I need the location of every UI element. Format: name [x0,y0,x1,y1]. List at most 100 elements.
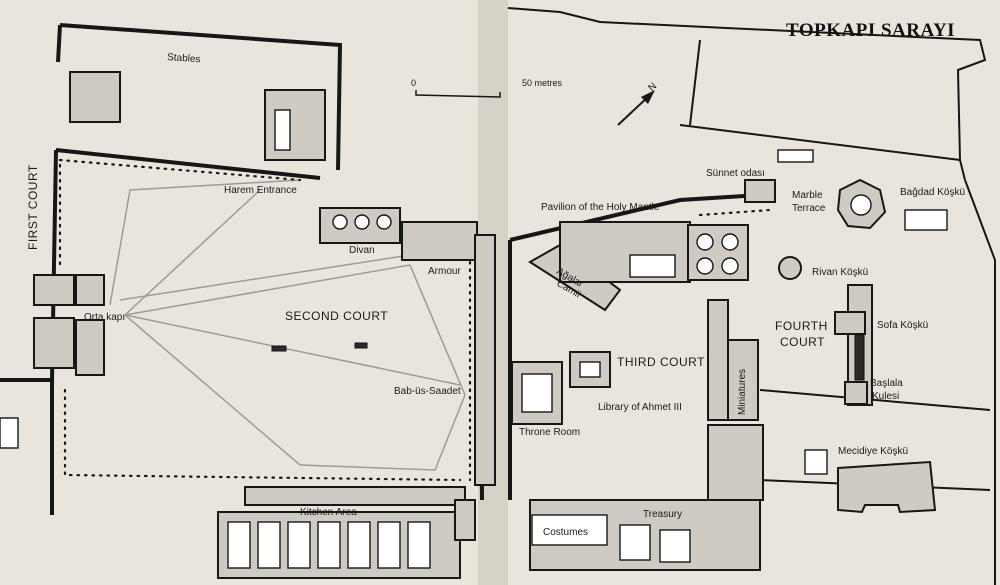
third-court-west-range [707,299,729,421]
kitchen-room-7 [407,521,431,569]
pavilion-dome-3 [696,257,714,275]
path-armour [409,264,466,396]
sunnet-odasi [744,179,776,203]
kitchen-room-4 [317,521,341,569]
marble-terrace-label-2: Terrace [792,203,826,214]
rivan-kosku-label: Rivan Köşkü [812,267,868,278]
path-kitchen [299,394,466,471]
sofa-kosku-building [834,311,866,335]
fourth-court-label-1: FOURTH [775,319,828,333]
path-parallel [119,254,411,301]
path-to-divan [124,264,411,316]
kitchen-area-label: Kitchen Area [300,507,357,518]
terrace-wall [679,124,961,161]
divan-label: Divan [349,245,375,256]
pavilion-dome-2 [721,233,739,251]
baslala-label-1: Başlala [870,378,903,389]
treasury-label: Treasury [643,509,682,520]
west-buildings [0,71,496,579]
pavilion-hall [629,254,676,278]
baslala-label-2: Kulesi [872,391,899,402]
pavilion-label: Pavilion of the Holy Mantle [541,202,660,213]
scale-end-label: 50 metres [522,78,563,88]
plan-title: TOPKAPI SARAYI [786,20,955,41]
costumes-label: Costumes [543,527,588,538]
fourth-court-south-wall [759,389,991,411]
sunnet-odasi-label: Sünnet odası [706,168,765,179]
orta-kapi-tower-south [33,317,75,369]
harem-entrance-label: Harem Entrance [224,185,297,196]
east-buildings [511,149,948,571]
kitchen-annex [244,486,466,506]
armour-label: Armour [428,266,461,277]
divan-dome-1 [332,214,348,230]
second-court-north-wall [55,148,321,180]
bagdad-kosku-label: Bağdad Köşkü [900,187,965,198]
scale-bar: 0 50 metres [411,78,563,98]
orta-kapi-annex [75,319,105,376]
library-room [579,361,601,378]
path-to-gate [124,314,461,386]
path-to-harem [124,189,261,316]
kitchen-room-2 [257,521,281,569]
terrace-room [904,209,948,231]
sofa-kosku-dark-wing [854,334,865,381]
bab-us-saadet-gate [474,234,496,486]
colonnade-south [63,388,462,482]
bab-us-saadet-label: Bab-üs-Saadet [394,386,461,397]
colonnade-north [58,158,302,182]
outer-fragment [0,417,19,449]
marble-terrace-label-1: Marble [792,190,823,201]
mecidiye-pool [804,449,828,475]
scale-bar-line [415,90,501,98]
throne-room-hall [521,373,553,413]
kitchen-room-1 [227,521,251,569]
stables-wall-west [56,24,62,63]
miniatures-label: Miniatures [737,369,748,415]
orta-kapi-tower-north [33,274,75,306]
second-court-paths [109,179,466,471]
kitchen-room-3 [287,521,311,569]
costumes-hall [531,514,608,546]
stables-wall [59,23,343,171]
north-letter: N [646,81,659,94]
terrace-pool [777,149,814,163]
path-north-loop [109,179,301,306]
fourth-court-label-2: COURT [780,335,825,349]
inner-north-wall [689,39,701,126]
mecidiye-kosku-building [837,460,937,514]
sofa-kosku-label: Sofa Köşkü [877,320,928,331]
divan-dome-3 [376,214,392,230]
north-arrow-head [641,90,655,104]
stables-label: Stables [167,52,201,65]
harem-block [264,89,326,161]
first-court-label: FIRST COURT [26,164,40,250]
treasury-room-1 [619,524,651,561]
miniatures-building [727,339,759,421]
east-outer-wall [964,179,996,585]
bagdad-kosku-dome [850,194,872,216]
third-court-label: THIRD COURT [617,355,705,369]
harem-room [274,109,291,151]
orta-kapi-gatehouse [75,274,105,306]
kitchen-room-5 [347,521,371,569]
colonnades [58,158,772,482]
stables-building [69,71,121,123]
divan-dome-2 [354,214,370,230]
second-court-marker-2 [354,342,368,349]
rivan-kosku-building [778,256,802,280]
baslala-kulesi [844,381,868,405]
north-arrow: N [617,81,659,126]
throne-room-label: Throne Room [519,427,580,438]
treasury-room-2 [659,529,691,563]
second-court-label: SECOND COURT [285,309,388,323]
path-south [124,314,301,466]
kitchen-room-6 [377,521,401,569]
east-range [707,424,764,501]
holy-mantle-pavilion [687,224,749,281]
pavilion-dome-4 [721,257,739,275]
armour-building [401,221,478,261]
colonnade-pavilion [698,208,772,217]
